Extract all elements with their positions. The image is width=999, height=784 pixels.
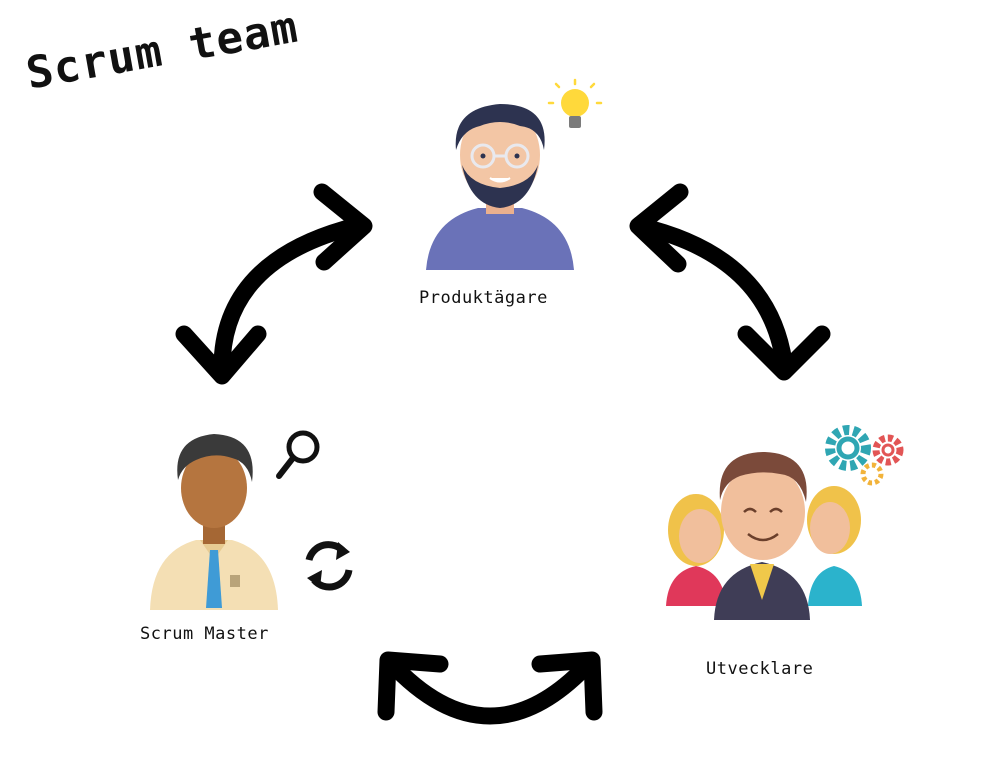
developers-label: Utvecklare xyxy=(706,659,814,679)
product-owner-label: Produktägare xyxy=(419,288,548,308)
arrow-scrum-master-product-owner xyxy=(175,183,373,385)
arrow-product-owner-developers xyxy=(629,183,831,381)
scrum-master-avatar xyxy=(150,434,278,610)
gears-icon xyxy=(825,425,904,486)
refresh-icon xyxy=(305,541,353,591)
arrow-scrum-master-developers xyxy=(377,651,603,725)
lightbulb-icon xyxy=(547,78,603,128)
scrum-master-label: Scrum Master xyxy=(140,624,269,644)
product-owner-avatar xyxy=(426,104,574,270)
developers-avatar xyxy=(666,452,862,620)
magnifier-icon xyxy=(276,430,320,479)
